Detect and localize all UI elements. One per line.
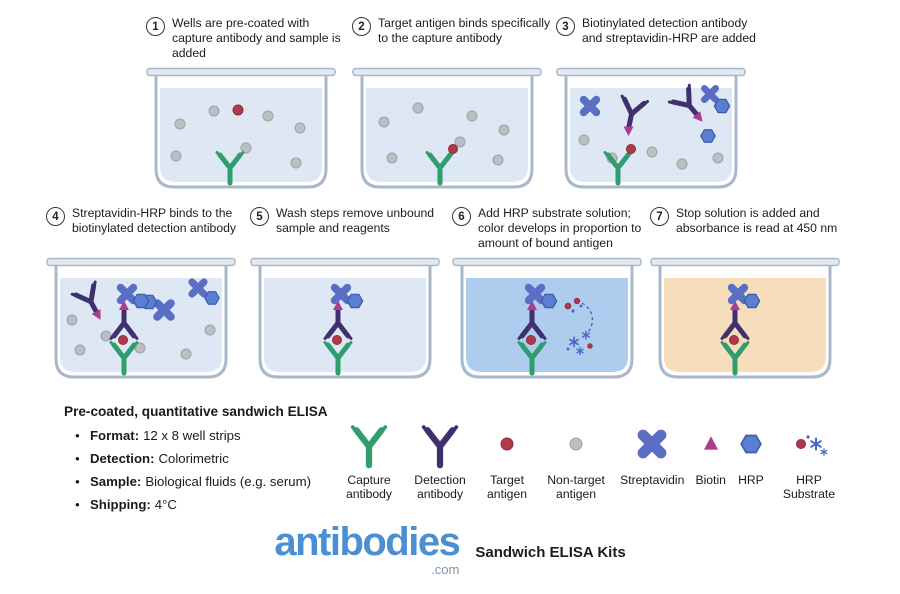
step-7-well-illustration: [650, 257, 840, 379]
legend-target-antigen: Target antigen: [482, 418, 532, 502]
step-4-header: 4 Streptavidin-HRP binds to the biotinyl…: [46, 206, 246, 252]
legend-capture-antibody: Capture antibody: [340, 418, 398, 502]
spec-format: Format:12 x 8 well strips: [64, 428, 356, 443]
step-5-header: 5 Wash steps remove unbound sample and r…: [250, 206, 450, 252]
step-5-well-illustration: [250, 257, 440, 379]
step-6-description: Add HRP substrate solution; color develo…: [478, 206, 642, 251]
kit-info-title: Pre-coated, quantitative sandwich ELISA: [64, 404, 328, 419]
step-6: 6 Add HRP substrate solution; color deve…: [452, 206, 652, 388]
step-4-well-illustration: [46, 257, 236, 379]
legend-detection-antibody: Detection antibody: [409, 418, 471, 502]
footer-branding: antibodies .com Sandwich ELISA Kits: [0, 522, 900, 577]
hrp-icon: [737, 418, 765, 470]
step-2-well-illustration: [352, 67, 542, 189]
kit-spec-list: Format:12 x 8 well strips Detection:Colo…: [64, 428, 356, 512]
step-4-number-badge: 4: [46, 207, 65, 226]
step-2-number-badge: 2: [352, 17, 371, 36]
hrp-icon: [700, 129, 716, 143]
legend-non-target-antigen: Non-target antigen: [543, 418, 609, 502]
hrp-icon: [204, 291, 220, 305]
step-7-header: 7 Stop solution is added and absorbance …: [650, 206, 850, 252]
step-4: 4 Streptavidin-HRP binds to the biotinyl…: [46, 206, 246, 388]
step-7-number-badge: 7: [650, 207, 669, 226]
capture-antibody-icon: [341, 418, 397, 470]
kit-info-panel: Pre-coated, quantitative sandwich ELISA …: [64, 404, 356, 520]
non-target-antigen-icon: [564, 418, 588, 470]
bound-target-antigen-icon: [626, 144, 636, 154]
spec-detection: Detection:Colorimetric: [64, 451, 356, 466]
target-antigen-icon: [495, 418, 519, 470]
step-6-number-badge: 6: [452, 207, 471, 226]
step-1: 1 Wells are pre-coated with capture anti…: [146, 16, 346, 198]
logo-domain-suffix: .com: [431, 562, 460, 577]
step-1-number-badge: 1: [146, 17, 165, 36]
step-2: 2 Target antigen binds specifically to t…: [352, 16, 552, 198]
legend-hrp-substrate: HRP Substrate: [776, 418, 842, 502]
step-2-header: 2 Target antigen binds specifically to t…: [352, 16, 552, 62]
non-target-antigens: [66, 314, 216, 360]
bound-target-antigen-icon: [448, 144, 458, 154]
hrp-substrate-icon: [564, 297, 583, 313]
streptavidin-icon: [192, 282, 204, 294]
step-3-well-illustration: [556, 67, 746, 189]
streptavidin-icon: [584, 100, 597, 113]
legend: Capture antibody Detection antibody Targ…: [340, 418, 842, 502]
step-3-description: Biotinylated detection antibody and stre…: [582, 16, 756, 46]
detection-antibody-icon: [412, 418, 468, 470]
step-5: 5 Wash steps remove unbound sample and r…: [250, 206, 450, 388]
streptavidin-icon: [704, 88, 715, 99]
spec-shipping: Shipping:4°C: [64, 497, 356, 512]
streptavidin-icon: [631, 418, 673, 470]
step-4-description: Streptavidin-HRP binds to the biotinylat…: [72, 206, 236, 236]
step-6-header: 6 Add HRP substrate solution; color deve…: [452, 206, 652, 252]
step-3-number-badge: 3: [556, 17, 575, 36]
target-antigen-icon: [232, 104, 244, 116]
logo-wordmark: antibodies: [274, 520, 461, 564]
step-1-well-illustration: [146, 67, 336, 189]
non-target-antigens: [170, 105, 306, 169]
step-3-header: 3 Biotinylated detection antibody and st…: [556, 16, 756, 62]
product-name: Sandwich ELISA Kits: [475, 544, 626, 561]
step-3: 3 Biotinylated detection antibody and st…: [556, 16, 756, 198]
legend-hrp: HRP: [737, 418, 765, 487]
step-5-number-badge: 5: [250, 207, 269, 226]
step-6-well-illustration: [452, 257, 642, 379]
antibodies-logo: antibodies .com: [274, 520, 461, 577]
legend-biotin: Biotin: [695, 418, 726, 487]
reaction-arrow: [581, 302, 593, 336]
spec-sample: Sample:Biological fluids (e.g. serum): [64, 474, 356, 489]
legend-streptavidin: Streptavidin: [620, 418, 684, 487]
hrp-icon: [713, 98, 731, 114]
step-7: 7 Stop solution is added and absorbance …: [650, 206, 850, 388]
non-target-antigens: [378, 102, 510, 166]
step-2-description: Target antigen binds specifically to the…: [378, 16, 551, 46]
step-5-description: Wash steps remove unbound sample and rea…: [276, 206, 435, 236]
step-1-description: Wells are pre-coated with capture antibo…: [172, 16, 341, 61]
step-7-description: Stop solution is added and absorbance is…: [676, 206, 838, 236]
streptavidin-icon: [157, 303, 171, 317]
biotin-icon: [699, 418, 723, 470]
step-1-header: 1 Wells are pre-coated with capture anti…: [146, 16, 346, 62]
color-product-icon: [566, 330, 593, 356]
hrp-substrate-icon: [786, 418, 832, 470]
